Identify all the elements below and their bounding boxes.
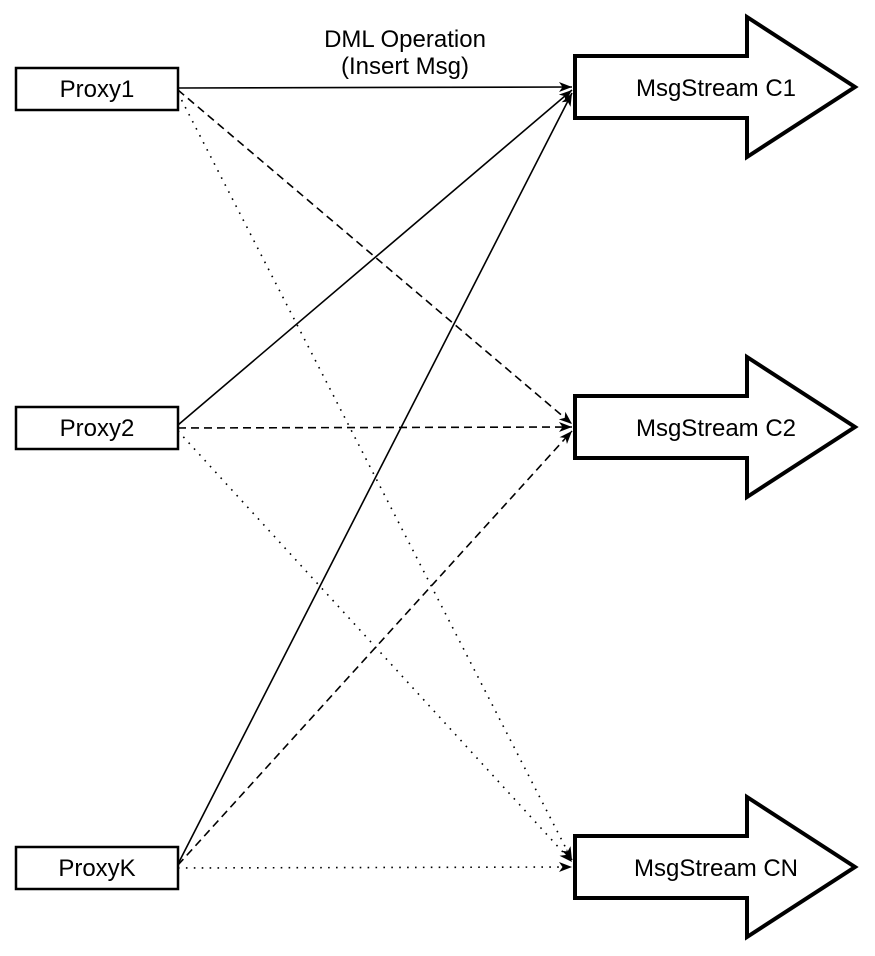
- msgstream-cn-arrow-shape: [573, 793, 859, 941]
- proxy-nodes-layer: Proxy1 Proxy2 ProxyK: [14, 66, 180, 891]
- dml-annotation-line1: DML Operation: [324, 26, 486, 53]
- edge-proxy2-to-msgstream-c2: [177, 422, 573, 433]
- edge-proxy2-to-msgstream-c1: [177, 89, 573, 426]
- proxy2-node: [14, 405, 180, 451]
- edge-proxyk-to-msgstream-c1: [177, 92, 573, 865]
- edge-proxy1-to-msgstream-c2: [177, 89, 573, 425]
- dml-annotation-line2: (Insert Msg): [341, 53, 469, 80]
- edge-proxy1-to-msgstream-cn: [177, 92, 573, 861]
- proxy2-label: Proxy2: [60, 415, 135, 442]
- stream-nodes-layer: MsgStream C1 MsgStream C2 MsgStream CN: [573, 13, 859, 941]
- proxy1-node: [14, 66, 180, 112]
- proxy1-label: Proxy1: [60, 76, 135, 103]
- msgstream-c1-label: MsgStream C1: [636, 75, 796, 102]
- msgstream-c2-label: MsgStream C2: [636, 415, 796, 442]
- proxyk-node: [14, 845, 180, 891]
- msgstream-cn-label: MsgStream CN: [634, 855, 798, 882]
- edge-proxyk-to-msgstream-c2: [177, 430, 573, 866]
- proxyk-label: ProxyK: [58, 855, 135, 882]
- edges-layer: [177, 82, 573, 873]
- edge-proxy1-to-msgstream-c1: [177, 82, 573, 93]
- msgstream-c1-arrow-shape: [573, 13, 859, 161]
- msgstream-c2-arrow-shape: [573, 353, 859, 501]
- edge-proxyk-to-msgstream-cn: [177, 862, 573, 873]
- annotation-layer: DML Operation (Insert Msg): [324, 26, 486, 80]
